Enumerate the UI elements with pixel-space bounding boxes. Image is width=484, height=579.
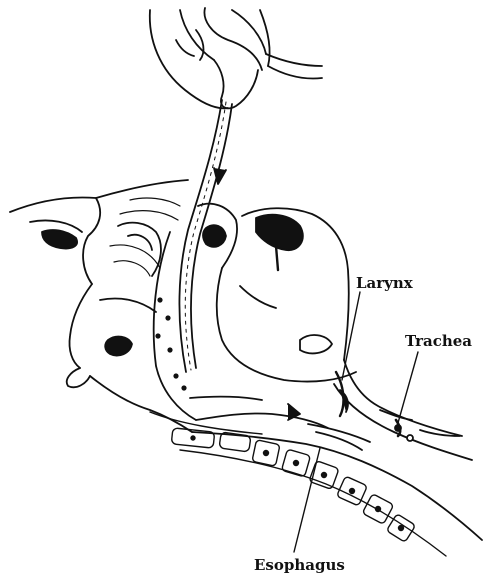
esophagus-tube — [192, 424, 482, 540]
larynx-leader-line — [342, 292, 360, 380]
tongue-soft-palate — [198, 204, 356, 382]
larynx-label: Larynx — [356, 276, 413, 291]
head-outline — [10, 180, 192, 432]
esophagus-label: Esophagus — [254, 558, 345, 573]
trachea-label: Trachea — [405, 334, 472, 349]
hand-drawing — [150, 8, 322, 108]
